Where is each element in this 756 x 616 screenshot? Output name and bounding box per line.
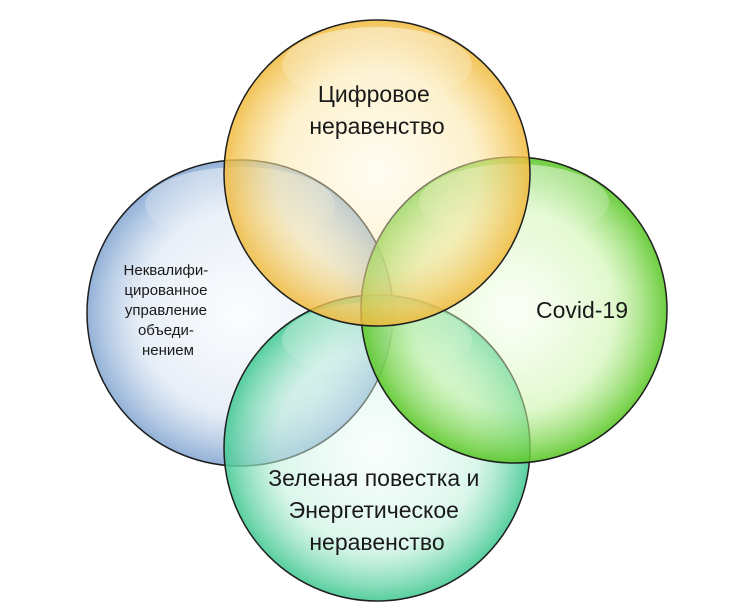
label-green-line: Энергетическое [289,497,459,523]
label-digital-line: Цифровое [318,81,430,107]
circle-digital [223,19,531,327]
label-green-line: неравенство [309,529,444,555]
label-digital-line: неравенство [309,113,444,139]
label-management: Неквалифи- цированное управление объеди-… [124,262,213,359]
label-management-line: объеди- [138,322,194,339]
label-management-line: нением [142,342,194,359]
label-management-line: Неквалифи- [124,262,209,279]
label-green: Зеленая повестка и Энергетическое нераве… [268,465,486,555]
label-management-line: управление [125,302,207,319]
label-digital: Цифровое неравенство [309,81,444,139]
label-green-line: Зеленая повестка и [268,465,479,491]
label-management-line: цированное [124,282,207,299]
label-covid: Covid-19 [536,297,628,323]
label-covid-line: Covid-19 [536,297,628,323]
